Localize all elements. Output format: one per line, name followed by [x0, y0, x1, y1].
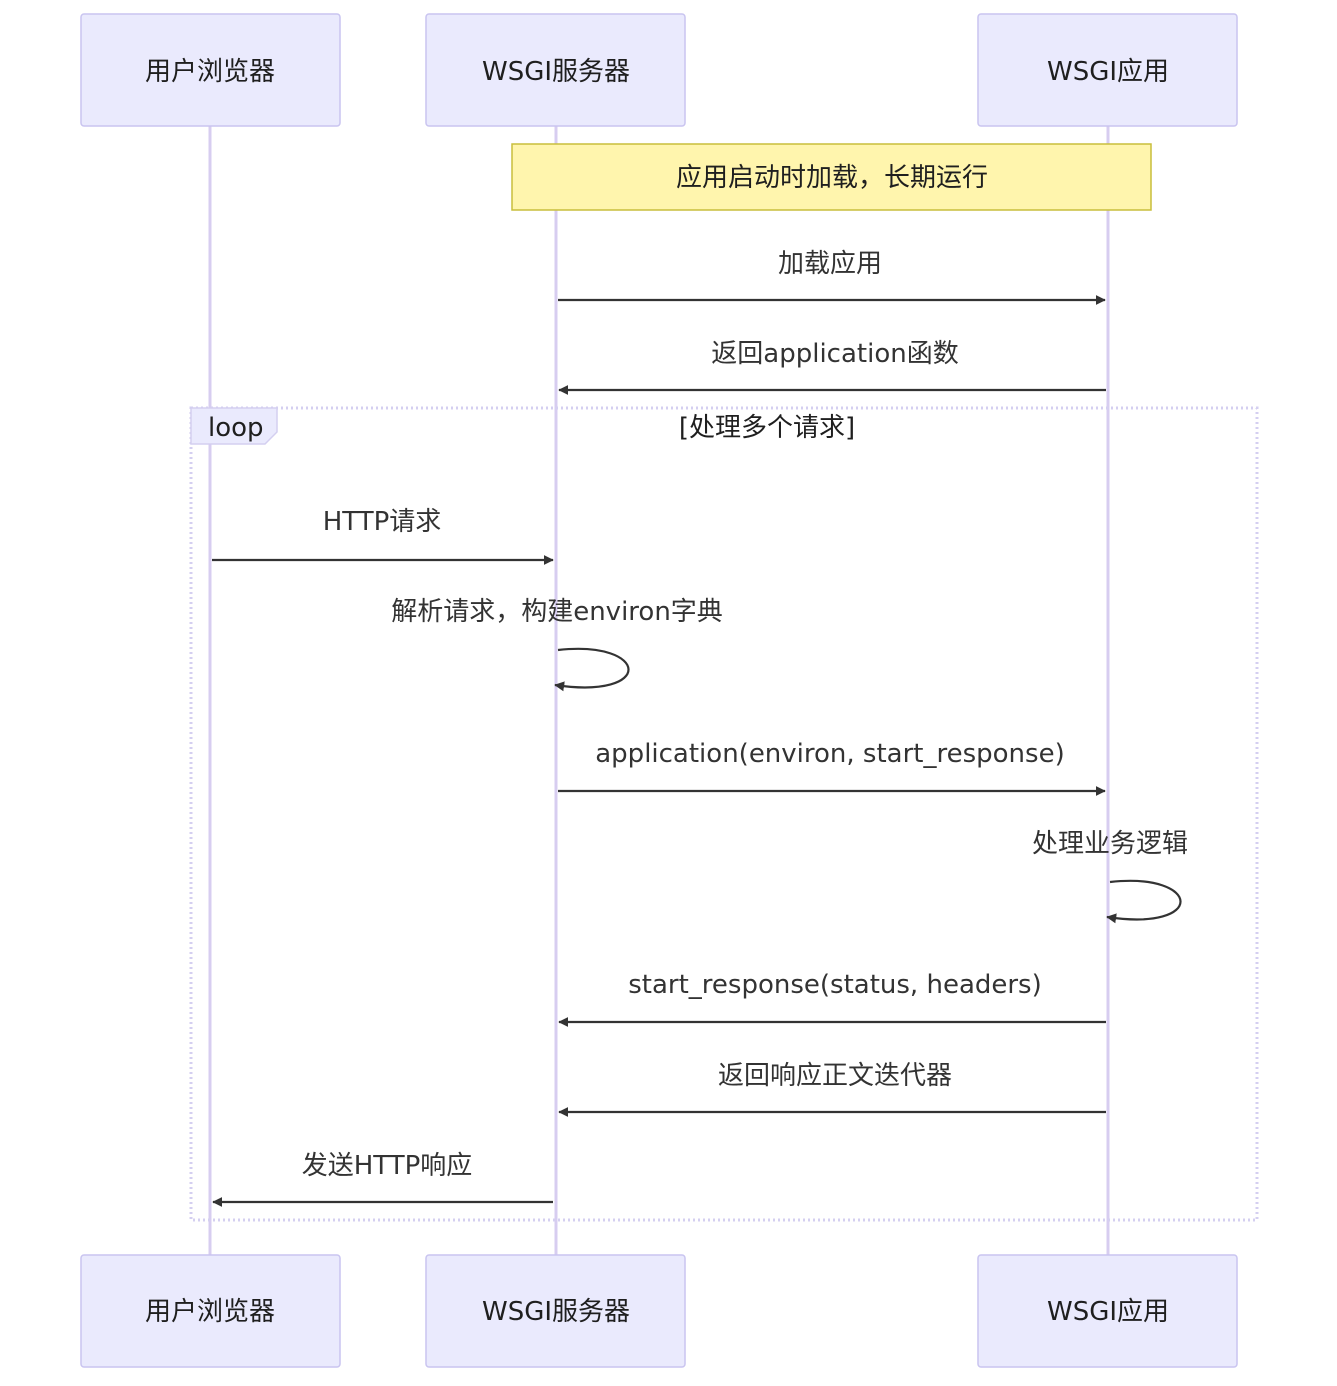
message-call-application-label: application(environ, start_response) — [595, 739, 1064, 769]
message-return-app-label: 返回application函数 — [711, 339, 958, 369]
actor-browser-bottom: 用户浏览器 — [80, 1254, 341, 1368]
message-call-application: application(environ, start_response) — [558, 739, 1106, 796]
note: 应用启动时加载，长期运行 — [511, 143, 1152, 211]
note-text: 应用启动时加载，长期运行 — [676, 163, 988, 193]
message-start-response: start_response(status, headers) — [558, 970, 1106, 1027]
actor-app-bottom: WSGI应用 — [977, 1254, 1238, 1368]
actor-app-top: WSGI应用 — [977, 13, 1238, 127]
loop-tab — [190, 407, 278, 445]
actor-server-bottom: WSGI服务器 — [425, 1254, 686, 1368]
actor-browser-bottom-label: 用户浏览器 — [145, 1297, 275, 1327]
message-return-iterator-label: 返回响应正文迭代器 — [718, 1061, 952, 1091]
message-return-iterator: 返回响应正文迭代器 — [558, 1061, 1106, 1117]
loop-frame: loop [处理多个请求] — [189, 406, 1259, 1222]
loop-condition: [处理多个请求] — [679, 413, 855, 443]
message-parse-request: 解析请求，构建environ字典 — [391, 597, 723, 692]
message-parse-request-arrow — [554, 647, 630, 692]
message-load-app: 加载应用 — [558, 249, 1106, 305]
message-http-response-label: 发送HTTP响应 — [302, 1151, 473, 1181]
message-parse-request-label: 解析请求，构建environ字典 — [391, 597, 723, 627]
actor-server-top: WSGI服务器 — [425, 13, 686, 127]
actor-app-bottom-label: WSGI应用 — [1047, 1297, 1169, 1327]
actor-server-bottom-label: WSGI服务器 — [482, 1297, 630, 1327]
loop-label: loop — [208, 413, 264, 443]
actor-app-top-label: WSGI应用 — [1047, 57, 1169, 87]
message-http-request: HTTP请求 — [212, 507, 554, 565]
actor-browser-top: 用户浏览器 — [80, 13, 341, 127]
message-business-logic-label: 处理业务逻辑 — [1032, 829, 1188, 859]
message-business-logic: 处理业务逻辑 — [1032, 829, 1188, 924]
message-start-response-label: start_response(status, headers) — [628, 970, 1042, 1000]
actor-server-top-label: WSGI服务器 — [482, 57, 630, 87]
actor-browser-top-label: 用户浏览器 — [145, 57, 275, 87]
message-return-app: 返回application函数 — [558, 339, 1106, 395]
message-http-request-label: HTTP请求 — [323, 507, 442, 537]
message-load-app-label: 加载应用 — [778, 249, 882, 279]
message-business-logic-arrow — [1106, 879, 1182, 924]
message-http-response: 发送HTTP响应 — [212, 1151, 553, 1207]
